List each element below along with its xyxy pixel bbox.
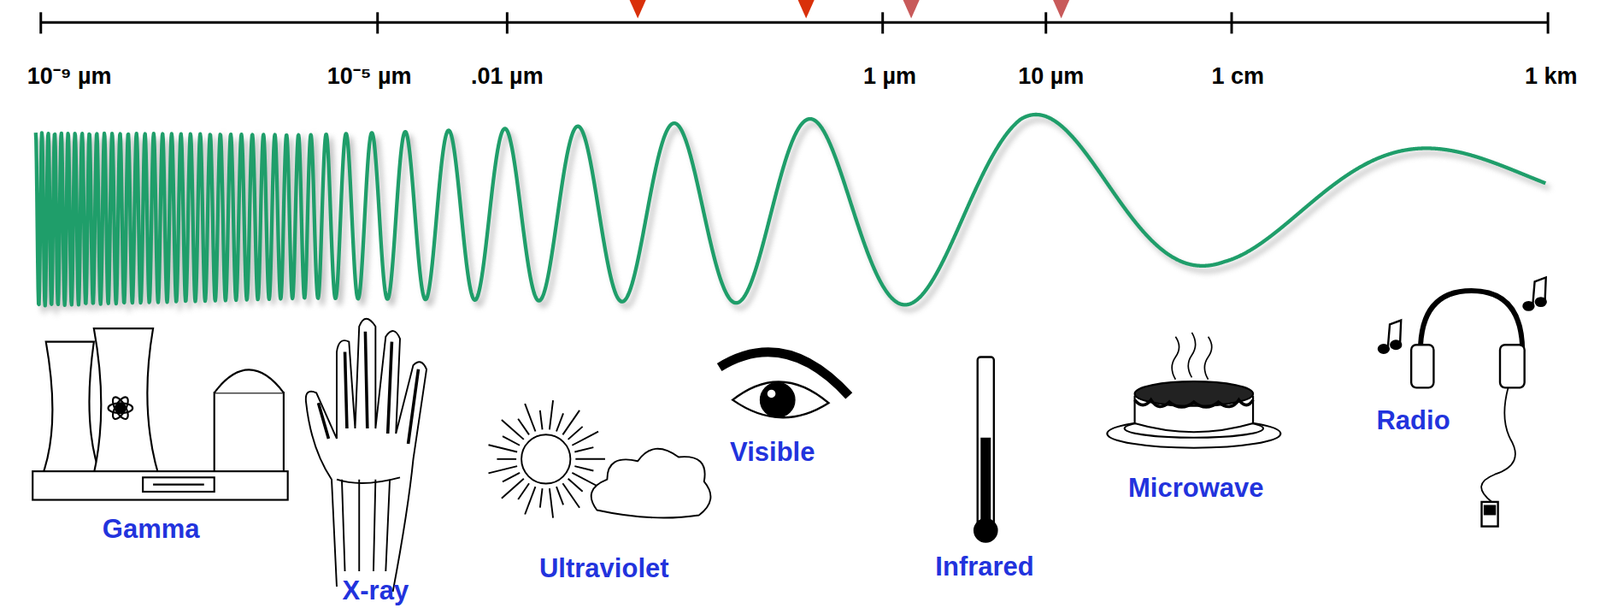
sun-ray xyxy=(524,486,536,514)
sun-ray xyxy=(575,458,606,460)
tick-label: 10⁻⁹ µm xyxy=(27,64,112,89)
headphones-icon xyxy=(1378,276,1547,526)
tick-label: 1 µm xyxy=(863,64,917,89)
sun-ray xyxy=(502,435,520,446)
tick-label: .01 µm xyxy=(470,64,544,89)
microwave-dish-icon xyxy=(1106,332,1281,448)
band-label: Ultraviolet xyxy=(539,554,670,582)
sun-ray xyxy=(556,486,564,505)
tick-label: 1 cm xyxy=(1211,64,1265,89)
sun-ray xyxy=(517,482,530,500)
sun-ray xyxy=(549,488,553,518)
tick-label: 10⁻⁵ µm xyxy=(327,64,412,89)
sun-ray xyxy=(549,400,553,430)
sun-ray xyxy=(517,418,530,436)
sun-ray xyxy=(568,426,583,440)
sun-ray xyxy=(488,465,518,473)
wave-line xyxy=(35,114,1546,306)
sun-cloud-icon xyxy=(488,400,711,518)
sun-ray xyxy=(488,444,518,452)
marker-arrows xyxy=(629,0,1071,18)
sun-ray xyxy=(540,410,543,430)
sun-ray xyxy=(501,478,524,499)
sun-ray xyxy=(496,458,517,460)
sun-ray xyxy=(540,488,543,508)
band-label: Radio xyxy=(1376,406,1450,434)
tick-label: 10 µm xyxy=(1017,64,1084,89)
sun-ray xyxy=(571,431,599,446)
sun-ray xyxy=(571,472,599,487)
thermometer-icon xyxy=(974,357,997,542)
band-label: X-ray xyxy=(342,576,410,603)
sun-ray xyxy=(556,412,564,431)
sun-ray xyxy=(524,403,536,431)
nuclear-plant-icon xyxy=(32,328,288,500)
sun-ray xyxy=(562,482,580,507)
xray-hand-icon xyxy=(305,318,427,592)
sun-ray xyxy=(502,472,520,483)
band-label: Gamma xyxy=(102,514,200,542)
band-label: Microwave xyxy=(1128,474,1265,501)
band-label: Infrared xyxy=(935,552,1034,580)
sun-ray xyxy=(574,465,594,471)
band-label: Visible xyxy=(729,438,815,465)
sun-ray xyxy=(568,478,583,492)
wavelength-axis xyxy=(41,11,1548,34)
tick-label: 1 km xyxy=(1524,64,1578,89)
eye-icon xyxy=(719,352,850,418)
wave xyxy=(35,114,1550,311)
sun-ray xyxy=(574,447,594,452)
